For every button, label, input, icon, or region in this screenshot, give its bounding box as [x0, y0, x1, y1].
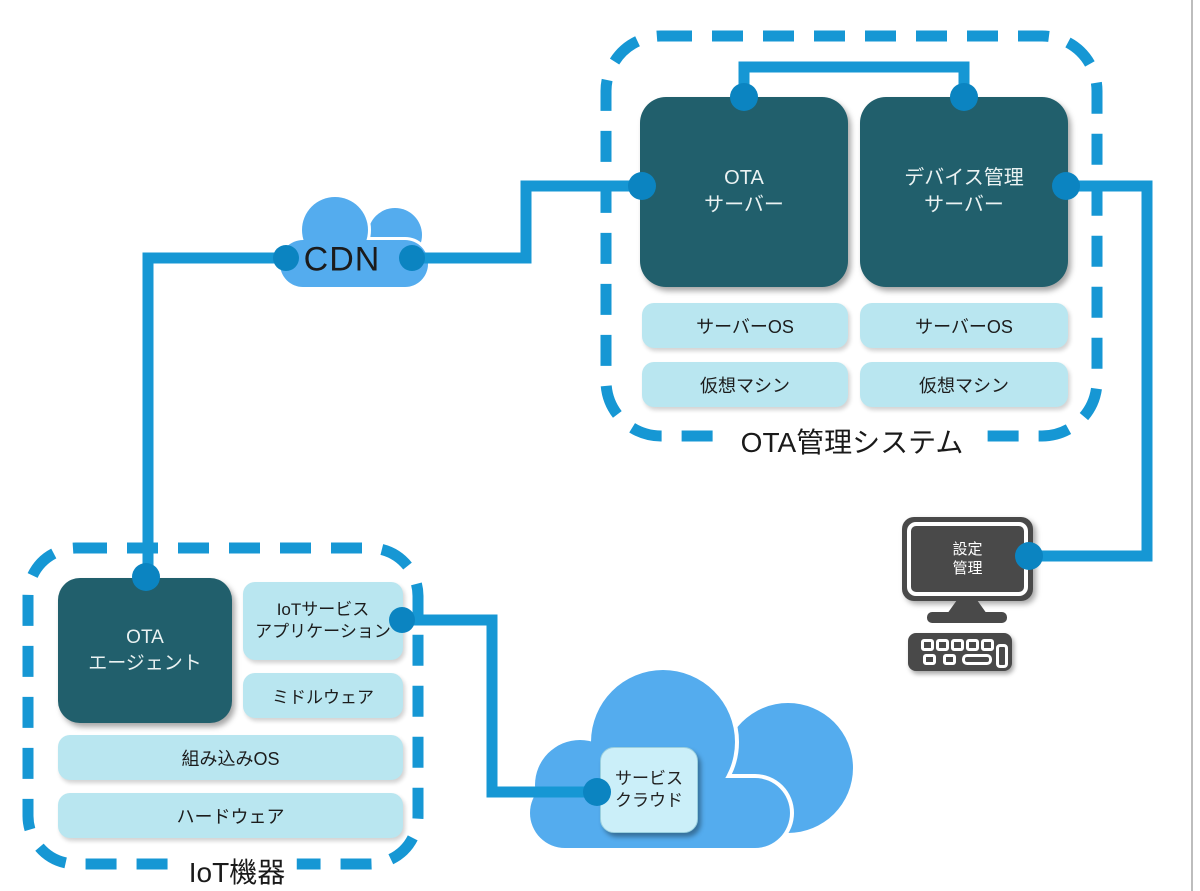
link-cdn-to-iot-agent: [142, 252, 290, 578]
connector-dot-cdn-right: [399, 245, 425, 271]
page-right-border: [1191, 0, 1193, 891]
server-os-box-right: サーバーOS: [860, 303, 1068, 348]
monitor-screen: 設定 管理: [907, 522, 1028, 596]
link-servers-bracket: [738, 61, 970, 100]
iot-device-dashed-border: [22, 542, 424, 870]
middleware-box: ミドルウェア: [243, 673, 403, 718]
connector-dot-ota-server-top: [730, 83, 758, 111]
ota-system-label: OTA管理システム: [728, 419, 976, 463]
connector-dot-admin-monitor: [1015, 542, 1043, 570]
connector-dot-device-server-right: [1052, 172, 1080, 200]
iot-service-app-box: IoTサービス アプリケーション: [243, 582, 403, 660]
server-os-box-left: サーバーOS: [642, 303, 848, 348]
service-cloud-box: サービス クラウド: [600, 747, 698, 833]
connector-dot-ota-agent-top: [132, 563, 160, 591]
embedded-os-box: 組み込みOS: [58, 735, 403, 780]
monitor-stand: [947, 600, 987, 614]
keyboard-icon: [908, 633, 1012, 671]
ota-agent-box: OTA エージェント: [58, 578, 232, 723]
link-device-server-to-admin: [1032, 180, 1153, 562]
connector-dot-cdn-left: [273, 245, 299, 271]
cdn-label: CDN: [303, 240, 381, 279]
virtual-machine-box-left: 仮想マシン: [642, 362, 848, 407]
ota-server-box: OTA サーバー: [640, 97, 848, 287]
iot-device-label: IoT機器: [176, 849, 298, 891]
monitor-base: [927, 612, 1007, 623]
link-cdn-to-ota-server: [408, 180, 645, 264]
link-iot-app-to-service-cloud: [400, 614, 600, 798]
device-management-server-box: デバイス管理 サーバー: [860, 97, 1068, 287]
cdn-cloud-icon: [277, 194, 431, 290]
connector-dot-device-server-top: [950, 83, 978, 111]
connector-dot-iot-app-right: [389, 607, 415, 633]
connector-dot-service-cloud: [583, 778, 611, 806]
virtual-machine-box-right: 仮想マシン: [860, 362, 1068, 407]
connector-dot-ota-server-left: [628, 172, 656, 200]
admin-monitor: 設定 管理: [902, 517, 1033, 601]
hardware-box: ハードウェア: [58, 793, 403, 838]
admin-label: 設定 管理: [952, 541, 983, 577]
